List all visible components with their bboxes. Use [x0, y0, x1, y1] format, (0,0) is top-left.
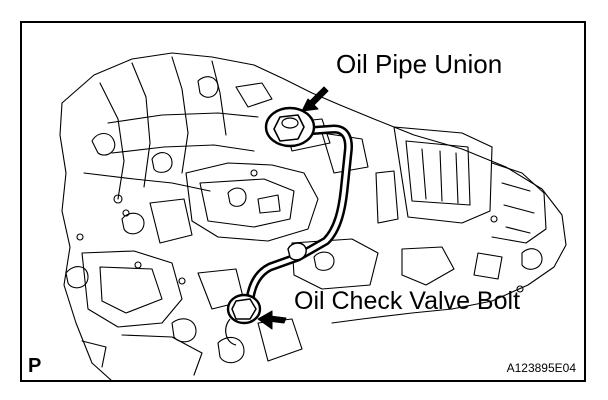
oil-check-valve-bolt: [225, 293, 262, 346]
engine-illustration: [59, 52, 567, 380]
lower-block-details: [65, 238, 455, 376]
union-pointer-arrow: [301, 86, 329, 112]
illustration-frame: Oil Pipe Union Oil Check Valve Bolt P A1…: [20, 21, 586, 382]
view-mark: P: [28, 355, 42, 377]
valve-bolt-pointer-arrow: [257, 310, 287, 330]
right-housing-details: [375, 126, 547, 280]
oil-pipe-union: [264, 106, 316, 148]
cylinder-head-details: [83, 56, 273, 200]
central-bracket-details: [121, 118, 369, 244]
oil-pipe-union-label: Oil Pipe Union: [336, 49, 503, 79]
oil-pipe: [245, 124, 353, 304]
engine-block-outline: [59, 52, 567, 380]
oil-check-valve-bolt-label: Oil Check Valve Bolt: [294, 287, 521, 315]
figure-id: A123895E04: [506, 361, 576, 375]
